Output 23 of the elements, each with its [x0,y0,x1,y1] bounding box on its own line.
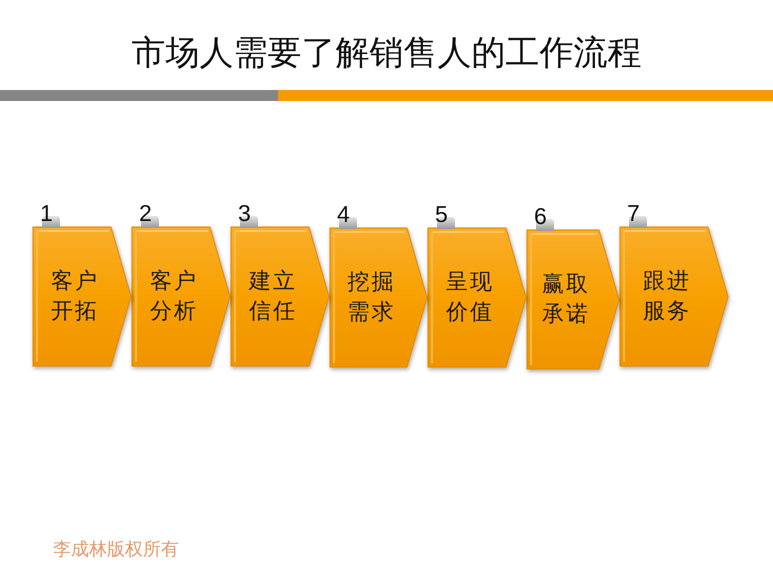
step-number: 6 [534,204,547,228]
process-step [527,230,619,369]
step-label: 客户分析 [149,268,199,326]
process-step [132,227,230,366]
process-step [428,228,526,367]
copyright-note: 李成林版权所有 [53,538,179,560]
step-label: 呈现价值 [445,268,495,326]
step-number: 3 [238,201,251,225]
step-number: 1 [40,201,53,225]
step-label: 赢取承诺 [541,270,591,328]
step-number: 4 [337,202,350,226]
step-label: 跟进服务 [642,268,692,326]
process-step [330,228,427,367]
slide-title: 市场人需要了解销售人的工作流程 [132,32,642,74]
step-label: 客户开拓 [50,268,100,326]
process-step [231,227,329,366]
step-number: 2 [139,201,152,225]
process-step [620,227,728,366]
process-step [33,227,131,366]
step-label: 挖掘需求 [346,268,396,326]
step-number: 7 [627,201,640,225]
step-label: 建立信任 [248,268,298,326]
step-number: 5 [435,202,448,226]
